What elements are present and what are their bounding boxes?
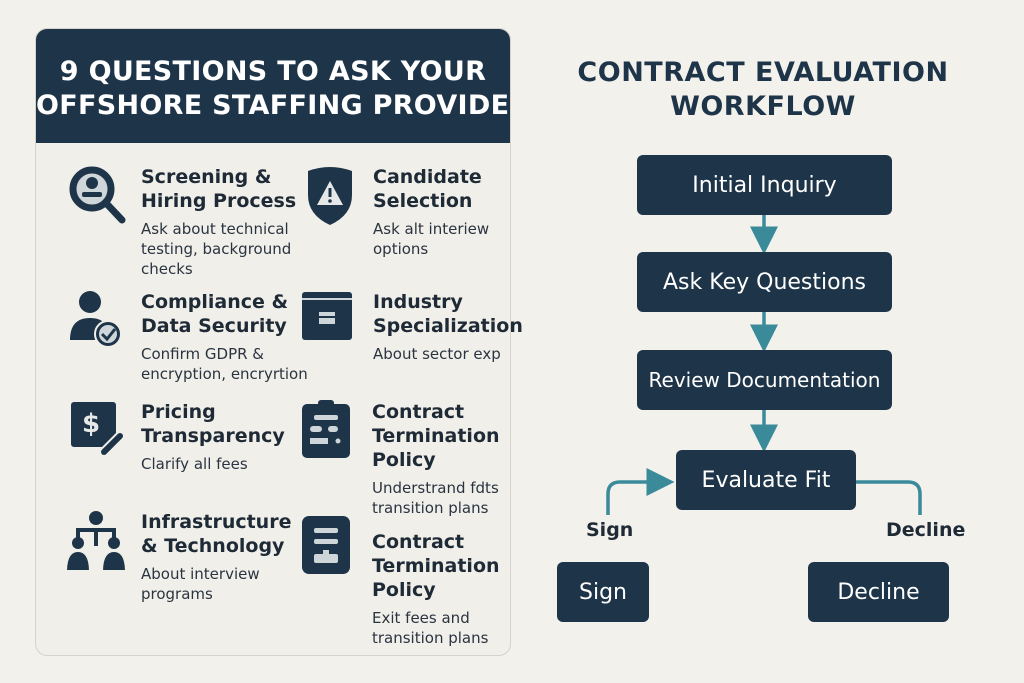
item-desc: Ask about technical testing, background … <box>141 220 292 278</box>
workflow-title: CONTRACT EVALUATION WORKFLOW <box>548 56 978 124</box>
svg-text:$: $ <box>82 409 100 439</box>
step-review-documentation: Review Documentation <box>637 350 892 410</box>
item-desc: Understrand fdts transition plans <box>372 479 499 517</box>
item-title: Industry Specialization <box>373 291 523 337</box>
magnifier-user-icon <box>69 166 126 224</box>
item-title: Contract Termination Policy <box>372 531 500 601</box>
dollar-document-icon: $ <box>71 402 125 457</box>
item-title: Pricing Transparency <box>141 401 285 447</box>
shield-warning-icon <box>308 167 352 225</box>
title-line: WORKFLOW <box>670 91 856 122</box>
arrow-connector <box>606 468 675 515</box>
title-line: OFFSHORE STAFFING PROVIDER <box>36 90 511 121</box>
item-desc: Ask alt interiew options <box>373 220 490 258</box>
title-line: 9 QUESTIONS TO ASK YOUR <box>59 56 487 87</box>
item-desc: Confirm GDPR & encryption, encryrtion <box>141 345 308 383</box>
item-desc: About interview programs <box>141 565 260 603</box>
card-title: 9 QUESTIONS TO ASK YOUR OFFSHORE STAFFIN… <box>36 29 510 143</box>
item-title: Candidate Selection <box>373 166 482 212</box>
questions-card: 9 QUESTIONS TO ASK YOUR OFFSHORE STAFFIN… <box>35 28 511 656</box>
branch-label-sign: Sign <box>586 519 634 541</box>
user-check-icon <box>70 291 122 348</box>
step-evaluate-fit: Evaluate Fit <box>676 450 856 510</box>
org-chart-icon <box>67 511 125 570</box>
step-ask-key-questions: Ask Key Questions <box>637 252 892 312</box>
outcome-sign: Sign <box>557 562 649 622</box>
item-title: Contract Termination Policy <box>372 401 500 471</box>
step-initial-inquiry: Initial Inquiry <box>637 155 892 215</box>
item-desc: About sector exp <box>373 345 501 363</box>
briefcase-icon <box>302 292 352 340</box>
item-title: Screening & Hiring Process <box>141 166 297 212</box>
item-desc: Exit fees and transition plans <box>372 609 489 647</box>
item-desc: Clarify all fees <box>141 455 248 473</box>
item-title: Compliance & Data Security <box>141 291 289 337</box>
line-connector <box>856 480 922 515</box>
item-title: Infrastructure & Technology <box>141 511 292 557</box>
branch-label-decline: Decline <box>886 519 966 541</box>
document-icon <box>302 516 350 574</box>
outcome-decline: Decline <box>808 562 949 622</box>
title-line: CONTRACT EVALUATION <box>577 57 949 88</box>
clipboard-icon <box>302 400 350 458</box>
